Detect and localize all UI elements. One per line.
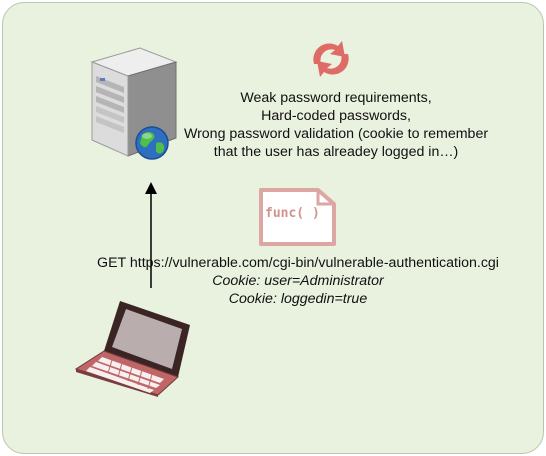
description-line-3: Wrong password validation (cookie to rem… — [183, 126, 489, 142]
description-line-4: that the user has alreadey logged in…) — [213, 144, 459, 160]
cookie-loggedin: Cookie: loggedin=true — [228, 291, 368, 307]
function-file-icon: func( ) — [256, 188, 338, 246]
description-line-1: Weak password requirements, — [240, 90, 432, 106]
refresh-icon — [308, 38, 354, 80]
server-icon — [84, 42, 180, 164]
laptop-icon — [74, 297, 198, 397]
request-arrow — [143, 182, 159, 288]
function-file-label: func( ) — [265, 206, 320, 221]
description-line-2: Hard-coded passwords, — [261, 108, 411, 124]
request-line: GET https://vulnerable.com/cgi-bin/vulne… — [97, 255, 499, 271]
cookie-user: Cookie: user=Administrator — [212, 273, 384, 289]
globe-icon — [134, 125, 170, 161]
